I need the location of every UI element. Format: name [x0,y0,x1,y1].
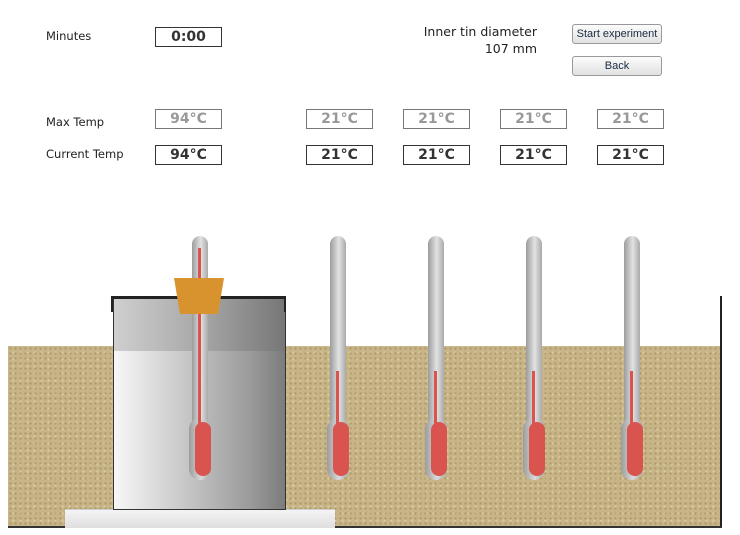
current-temp-box: 21°C [500,145,567,165]
max-temp-box: 21°C [500,109,567,129]
current-temp-box: 21°C [403,145,470,165]
max-temp-box: 21°C [597,109,664,129]
thermometer-icon [425,236,447,482]
current-temp-box: 21°C [597,145,664,165]
cork-icon [174,278,224,314]
thermometer-icon [189,236,211,482]
container-floor [8,526,722,528]
back-button[interactable]: Back [572,56,662,76]
tin-diameter-title: Inner tin diameter [423,24,537,39]
current-temp-label: Current Temp [46,147,124,161]
timer-display: 0:00 [155,27,222,47]
thermometer-icon [523,236,545,482]
max-temp-box: 21°C [403,109,470,129]
thermometer-icon [327,236,349,482]
max-temp-box: 21°C [306,109,373,129]
thermometer-icon [621,236,643,482]
tin-rim-left [111,296,113,312]
minutes-label: Minutes [46,29,92,43]
max-temp-box: 94°C [155,109,222,129]
tin-diameter-value: 107 mm [484,41,537,56]
current-temp-box: 94°C [155,145,222,165]
current-temp-box: 21°C [306,145,373,165]
start-experiment-button[interactable]: Start experiment [572,24,662,44]
container-right-wall [720,296,722,527]
tin-rim-right [284,296,286,312]
max-temp-label: Max Temp [46,115,105,129]
insulating-slab [65,509,335,528]
